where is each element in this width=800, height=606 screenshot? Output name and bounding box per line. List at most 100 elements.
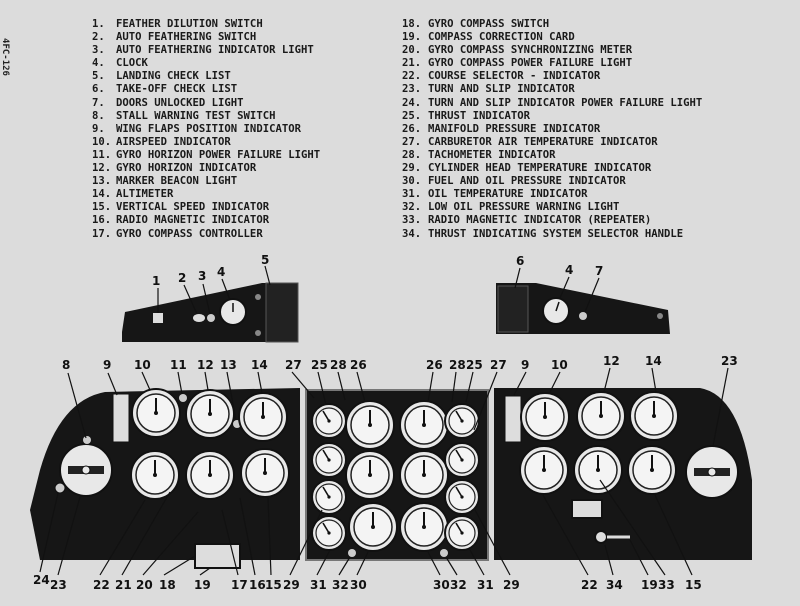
callout-9-right: 9 [521, 358, 529, 372]
legend-item-label: STALL WARNING TEST SWITCH [116, 109, 276, 122]
legend-item: 17.GYRO COMPASS CONTROLLER [92, 228, 392, 241]
callout-22: 22 [93, 578, 110, 592]
legend-item-number: 10. [92, 135, 112, 148]
callout-21: 21 [115, 578, 132, 592]
legend-item: 28.TACHOMETER INDICATOR [402, 149, 794, 162]
legend-item-label: COMPASS CORRECTION CARD [428, 31, 575, 44]
legend-item-label: FUEL AND OIL PRESSURE INDICATOR [428, 175, 626, 188]
clock-gauge-right [542, 297, 570, 325]
legend-item-number: 3. [92, 44, 105, 57]
legend-item-number: 9. [92, 122, 105, 135]
callout-14: 14 [251, 358, 268, 372]
legend-item: 16.RADIO MAGNETIC INDICATOR [92, 214, 392, 227]
clock-gauge [219, 298, 247, 326]
legend-item-number: 11. [92, 148, 112, 161]
right-main-panel [494, 388, 752, 560]
legend-item-number: 28. [402, 148, 422, 161]
legend-item-label: GYRO COMPASS SYNCHRONIZING METER [428, 44, 633, 57]
legend-item-number: 18. [402, 18, 422, 30]
callout-4: 4 [217, 265, 225, 279]
legend-item-label: COURSE SELECTOR - INDICATOR [428, 70, 601, 83]
legend-item: 34.THRUST INDICATING SYSTEM SELECTOR HAN… [402, 228, 794, 241]
callout-32-left: 32 [332, 578, 349, 592]
legend-item-number: 5. [92, 70, 105, 83]
legend-item: 1.FEATHER DILUTION SWITCH [92, 18, 392, 31]
callout-30-right: 30 [433, 578, 450, 592]
callout-27-left: 27 [285, 358, 302, 372]
legend-item-number: 14. [92, 188, 112, 201]
callout-3: 3 [198, 269, 206, 283]
legend-item: 5.LANDING CHECK LIST [92, 70, 392, 83]
legend-item: 13.MARKER BEACON LIGHT [92, 175, 392, 188]
callout-12: 12 [197, 358, 214, 372]
callout-19-right: 19 [641, 578, 658, 592]
legend-item-label: CARBURETOR AIR TEMPERATURE INDICATOR [428, 135, 658, 148]
legend-item-number: 26. [402, 122, 422, 135]
legend-item: 7. DOORS UNLOCKED LIGHT [92, 97, 392, 110]
legend-item-number: 27. [402, 135, 422, 148]
doors-unlocked-light [579, 312, 587, 320]
callout-27-right: 27 [490, 358, 507, 372]
legend-item-label: LOW OIL PRESSURE WARNING LIGHT [428, 201, 620, 214]
legend-item-label: TURN AND SLIP INDICATOR [428, 83, 575, 96]
auto-feathering-light [207, 314, 215, 322]
legend-item: 15.VERTICAL SPEED INDICATOR [92, 201, 392, 214]
callout-8: 8 [62, 358, 70, 372]
callout-28-right: 28 [449, 358, 466, 372]
upper-right-panel [496, 283, 670, 334]
legend-item-number: 12. [92, 162, 112, 175]
callout-25-right: 25 [466, 358, 483, 372]
legend-item-label: DOORS UNLOCKED LIGHT [116, 96, 244, 109]
callout-33: 33 [658, 578, 675, 592]
callout-10: 10 [134, 358, 151, 372]
callout-labels: 1 2 3 4 5 6 4 7 8 9 10 11 12 13 14 27 25… [33, 253, 738, 592]
legend-item-label: GYRO HORIZON POWER FAILURE LIGHT [116, 148, 321, 161]
legend-item: 8. STALL WARNING TEST SWITCH [92, 110, 392, 123]
callout-9: 9 [103, 358, 111, 372]
altimeter-gauge [238, 392, 288, 442]
legend-item-number: 21. [402, 57, 422, 70]
callout-2: 2 [178, 271, 186, 285]
legend-item-label: RADIO MAGNETIC INDICATOR (REPEATER) [428, 214, 652, 227]
legend-item: 20. GYRO COMPASS SYNCHRONIZING METER [402, 44, 794, 57]
legend-item-number: 23. [402, 83, 422, 96]
legend-item: 31.OIL TEMPERATURE INDICATOR [402, 188, 794, 201]
legend-item-label: AIRSPEED INDICATOR [116, 135, 231, 148]
callout-29-left: 29 [283, 578, 300, 592]
legend-item-number: 7. [92, 96, 105, 109]
callout-17: 17 [231, 578, 248, 592]
callout-30-left: 30 [350, 578, 367, 592]
legend-item: 30.FUEL AND OIL PRESSURE INDICATOR [402, 175, 794, 188]
legend-item: 6. TAKE-OFF CHECK LIST [92, 83, 392, 96]
legend-item-number: 1. [92, 18, 105, 30]
callout-31-right: 31 [477, 578, 494, 592]
callout-4-right: 4 [565, 263, 573, 277]
legend-item-number: 20. [402, 44, 422, 57]
legend-item-label: GYRO COMPASS POWER FAILURE LIGHT [428, 57, 633, 70]
legend-item: 25.THRUST INDICATOR [402, 110, 794, 123]
callout-7: 7 [595, 264, 603, 278]
leader-lines [39, 265, 729, 576]
legend-item: 32.LOW OIL PRESSURE WARNING LIGHT [402, 201, 794, 214]
legend-item: 24.TURN AND SLIP INDICATOR POWER FAILURE… [402, 97, 794, 110]
legend-item-number: 19. [402, 31, 422, 44]
legend-item-number: 8. [92, 109, 105, 122]
legend-item-label: ALTIMETER [116, 188, 174, 201]
callout-20: 20 [136, 578, 153, 592]
turn-slip-gauge [59, 443, 113, 497]
callout-28-left: 28 [330, 358, 347, 372]
callout-25-left: 25 [311, 358, 328, 372]
legend-item: 3.AUTO FEATHERING INDICATOR LIGHT [92, 44, 392, 57]
legend-item-label: VERTICAL SPEED INDICATOR [116, 201, 270, 214]
legend-item-number: 2. [92, 31, 105, 44]
airspeed-indicator-gauge [131, 388, 181, 438]
legend-item-label: THRUST INDICATING SYSTEM SELECTOR HANDLE [428, 227, 684, 240]
legend-item-label: TAKE-OFF CHECK LIST [116, 83, 238, 96]
callout-32-right: 32 [450, 578, 467, 592]
callout-26-right: 26 [426, 358, 443, 372]
callout-26-left: 26 [350, 358, 367, 372]
legend-item-number: 6. [92, 83, 105, 96]
